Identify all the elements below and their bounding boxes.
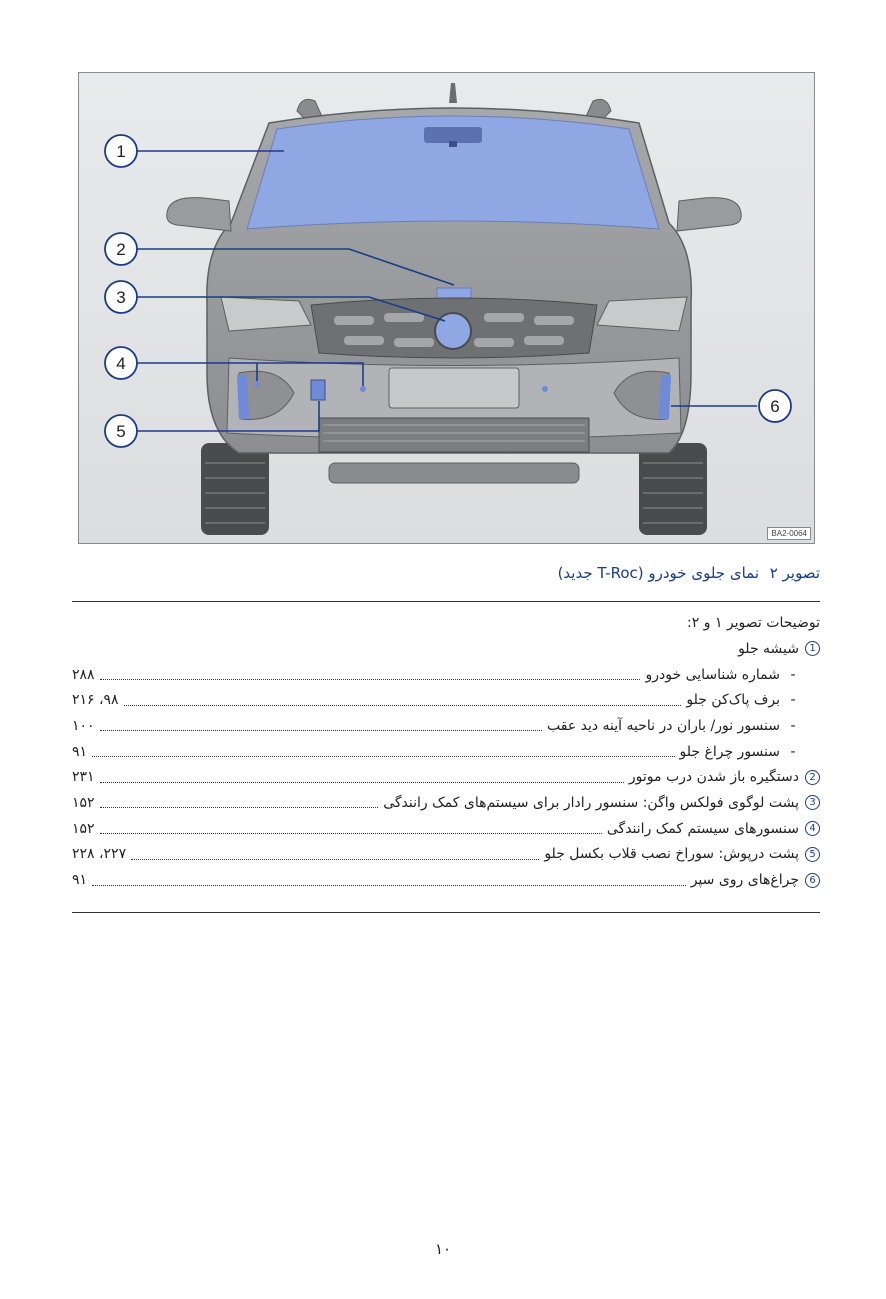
legend-item-pages: ۹۱ bbox=[72, 872, 88, 889]
right-headlight bbox=[596, 296, 688, 332]
legend-item: 2 دستگیره باز شدن درب موتور ۲۳۱ bbox=[72, 764, 820, 790]
callout-5: 5 bbox=[104, 414, 138, 448]
svg-text:4: 4 bbox=[116, 354, 125, 373]
legend-item: -سنسور نور/ باران در ناحیه آینه دید عقب ۱… bbox=[72, 713, 820, 739]
left-bumper-light-highlight bbox=[237, 375, 249, 419]
legend-item-pages: ۲۸۸ bbox=[72, 666, 95, 683]
legend-item: 3 پشت لوگوی فولکس واگن: سنسور رادار برای … bbox=[72, 790, 820, 816]
right-bumper-light bbox=[613, 370, 670, 420]
leader-dots bbox=[131, 858, 540, 860]
right-bumper-light-highlight bbox=[659, 375, 671, 419]
tow-hook-cover-highlight bbox=[310, 379, 326, 401]
callout-1: 1 bbox=[104, 134, 138, 168]
legend-item-label: شماره شناسایی خودرو bbox=[645, 666, 780, 683]
dash-bullet: - bbox=[790, 743, 796, 760]
number-bullet-icon: 5 bbox=[805, 846, 820, 862]
legend-item-label: دستگیره باز شدن درب موتور bbox=[628, 769, 799, 786]
leader-dots bbox=[99, 730, 542, 732]
svg-text:3: 3 bbox=[116, 288, 125, 307]
figure-caption: تصویر ۲ نمای جلوی خودرو (T-Roc جدید) bbox=[558, 564, 820, 582]
svg-text:2: 2 bbox=[116, 240, 125, 259]
dash-bullet: - bbox=[790, 666, 796, 683]
legend-item-label: شیشه جلو bbox=[738, 640, 799, 657]
legend-item-label: سنسورهای سیستم کمک رانندگی bbox=[606, 820, 799, 837]
vehicle-front-figure: 1 2 3 4 5 6 BA2-0064 bbox=[78, 72, 815, 544]
leader-dots bbox=[99, 679, 641, 681]
legend-item-label: چراغ‌های روی سپر bbox=[690, 872, 799, 889]
hood-release-highlight bbox=[436, 287, 472, 299]
legend-title: توضیحات تصویر ۱ و ۲: bbox=[687, 615, 820, 631]
number-bullet-icon: 6 bbox=[805, 872, 820, 888]
legend-item: -سنسور چراغ جلو ۹۱ bbox=[72, 739, 820, 765]
divider-bottom bbox=[72, 912, 820, 913]
windshield-highlight bbox=[246, 115, 660, 230]
callout-6: 6 bbox=[758, 389, 792, 423]
callout-4: 4 bbox=[104, 346, 138, 380]
leader-dots bbox=[99, 807, 379, 809]
sensor-dot-1 bbox=[254, 381, 260, 387]
legend-item: 5 پشت درپوش: سوراخ نصب قلاب بکسل جلو ۲۲۷، … bbox=[72, 842, 820, 868]
legend-item-label: سنسور چراغ جلو bbox=[679, 743, 780, 760]
legend-item-pages: ۲۳۱ bbox=[72, 769, 95, 786]
legend-item-label: برف پاک‌کن جلو bbox=[686, 692, 780, 709]
leader-dots bbox=[92, 756, 675, 758]
legend-item: -شماره شناسایی خودرو ۲۸۸ bbox=[72, 662, 820, 688]
leader-dots bbox=[123, 704, 682, 706]
leader-dots bbox=[99, 833, 602, 835]
legend-item: -برف پاک‌کن جلو ۹۸، ۲۱۶ bbox=[72, 687, 820, 713]
callout-2: 2 bbox=[104, 232, 138, 266]
lower-intake bbox=[318, 417, 590, 453]
svg-text:6: 6 bbox=[770, 397, 779, 416]
page-number: ۱۰ bbox=[434, 1240, 452, 1258]
vw-logo-highlight bbox=[434, 312, 472, 350]
left-headlight bbox=[220, 296, 312, 332]
legend-item-pages: ۹۱ bbox=[72, 743, 88, 760]
caption-text: نمای جلوی خودرو (T-Roc جدید) bbox=[557, 564, 759, 582]
leader-dots bbox=[92, 884, 686, 886]
legend-item: 4 سنسورهای سیستم کمک رانندگی ۱۵۲ bbox=[72, 816, 820, 842]
rearview-mirror-housing bbox=[424, 127, 482, 143]
leader-dots bbox=[99, 781, 624, 783]
number-bullet-icon: 1 bbox=[805, 641, 820, 657]
legend-item-pages: ۱۵۲ bbox=[72, 820, 95, 837]
left-bumper-light bbox=[238, 370, 295, 420]
right-tire bbox=[639, 443, 707, 535]
number-bullet-icon: 3 bbox=[805, 795, 820, 811]
legend-item-pages: ۹۸، ۲۱۶ bbox=[72, 692, 119, 709]
legend-item: 1 شیشه جلو bbox=[72, 636, 820, 662]
legend-item-pages: ۲۲۷، ۲۲۸ bbox=[72, 846, 127, 863]
divider-top bbox=[72, 601, 820, 602]
legend-item-pages: ۱۵۲ bbox=[72, 794, 95, 811]
sensor-dot-3 bbox=[542, 386, 548, 392]
vehicle-front-illustration: 1 2 3 4 5 6 bbox=[79, 73, 814, 543]
caption-number: تصویر ۲ bbox=[769, 564, 820, 582]
legend-item-label: سنسور نور/ باران در ناحیه آینه دید عقب bbox=[546, 717, 780, 734]
legend-item-label: پشت لوگوی فولکس واگن: سنسور رادار برای س… bbox=[383, 794, 799, 811]
number-bullet-icon: 4 bbox=[805, 821, 820, 837]
legend-item-label: پشت درپوش: سوراخ نصب قلاب بکسل جلو bbox=[544, 846, 799, 863]
dash-bullet: - bbox=[790, 717, 796, 734]
sensor-dot-2 bbox=[360, 386, 366, 392]
dash-bullet: - bbox=[790, 692, 796, 709]
legend-item: 6 چراغ‌های روی سپر ۹۱ bbox=[72, 867, 820, 893]
license-plate bbox=[388, 367, 520, 409]
left-tire bbox=[201, 443, 269, 535]
left-side-mirror bbox=[166, 197, 232, 232]
svg-text:1: 1 bbox=[116, 142, 125, 161]
callout-3: 3 bbox=[104, 280, 138, 314]
number-bullet-icon: 2 bbox=[805, 769, 820, 785]
legend-item-pages: ۱۰۰ bbox=[72, 717, 95, 734]
right-side-mirror bbox=[676, 197, 742, 232]
figure-code: BA2-0064 bbox=[767, 527, 811, 540]
svg-text:5: 5 bbox=[116, 422, 125, 441]
